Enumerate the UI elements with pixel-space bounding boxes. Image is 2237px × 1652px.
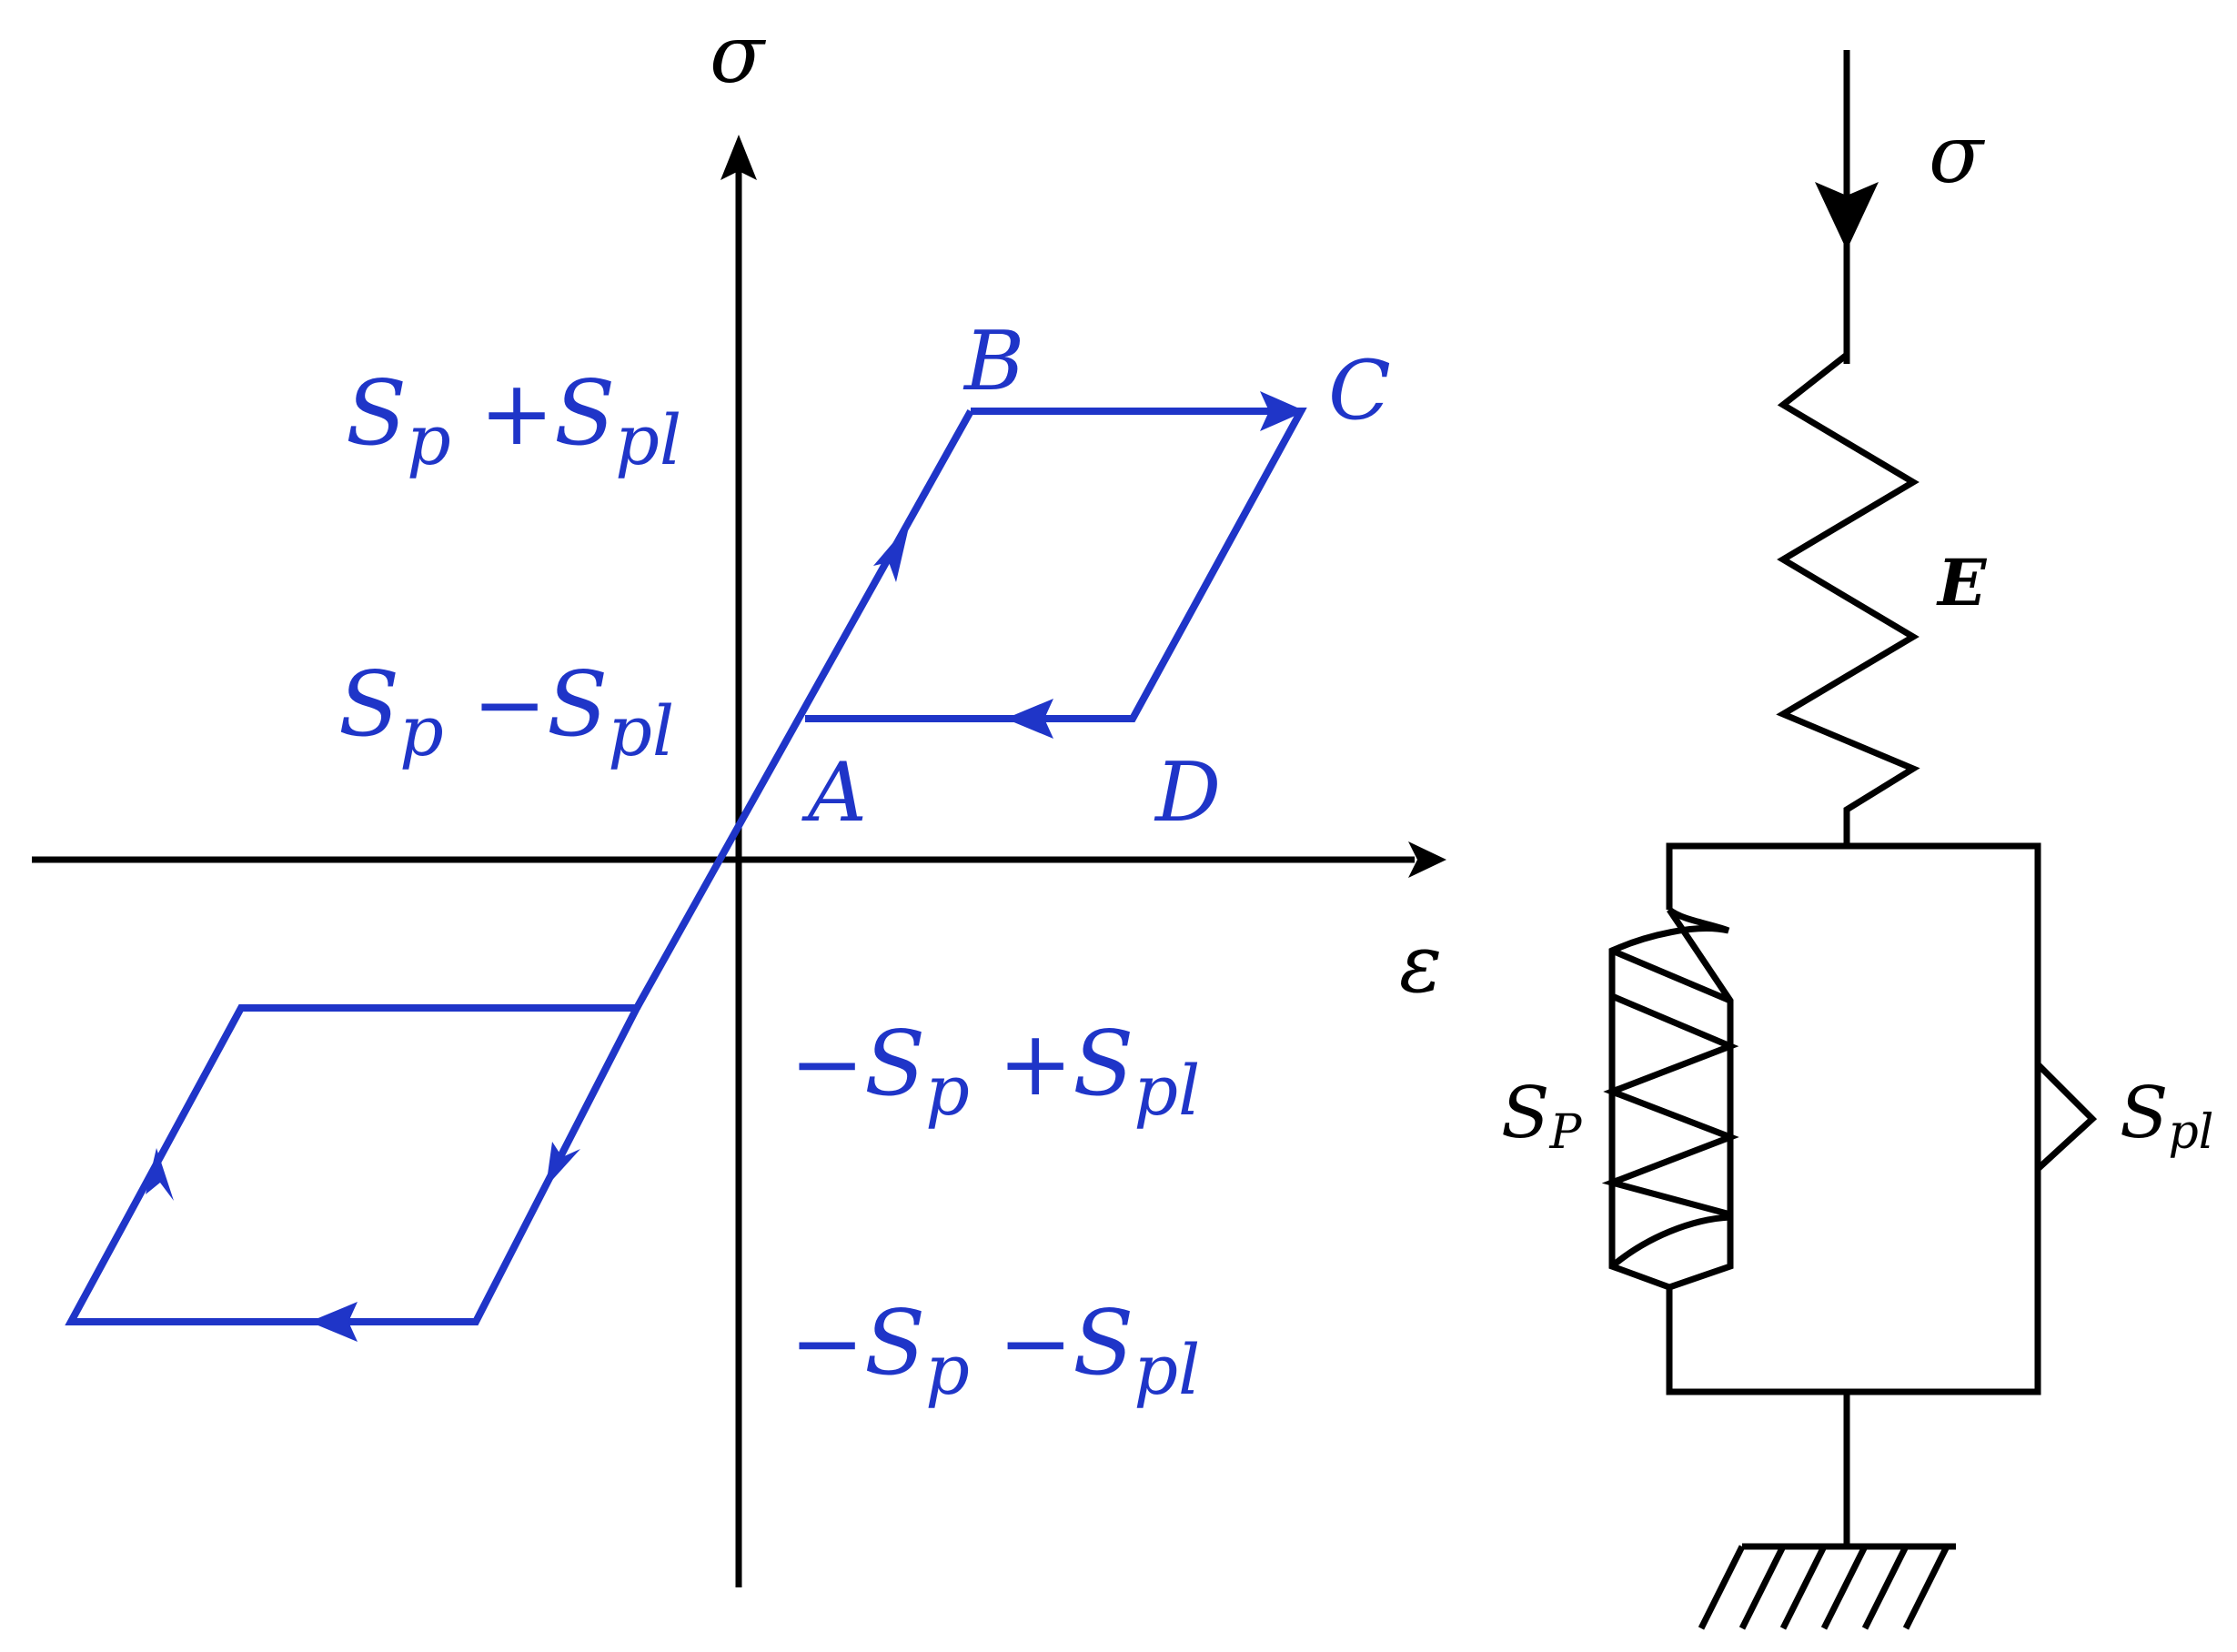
x-axis-label: ε	[1399, 917, 1442, 1011]
arrow-down-unloading	[546, 1142, 580, 1187]
y-axis-arrowhead	[720, 135, 757, 180]
spring-label: E	[1936, 545, 1988, 620]
point-label-c: C	[1328, 343, 1391, 438]
x-axis-arrowhead	[1408, 841, 1446, 878]
arrow-left-lower	[309, 1302, 358, 1342]
level-label-sp-minus-spl: Sp −Spl	[338, 653, 674, 771]
parallel-frame	[1666, 842, 2041, 1395]
lower-loop	[65, 1004, 643, 1325]
level-label-sp-plus-spl: Sp +Spl	[346, 362, 681, 480]
slider-element	[2035, 1062, 2098, 1172]
arrow-up-loading	[873, 523, 910, 582]
dashpot-label: SP	[1501, 1073, 1582, 1160]
load-arrowhead	[1815, 182, 1879, 250]
arrow-left-da	[1005, 699, 1053, 739]
point-label-d: D	[1154, 745, 1221, 841]
level-label-neg-sp-minus-spl: −Sp −Spl	[790, 1292, 1200, 1410]
point-label-b: B	[962, 314, 1024, 409]
arrow-up-lower	[146, 1148, 174, 1201]
spring	[1776, 352, 1920, 846]
hysteresis-diagram: σ ε B C A D Sp +Spl Sp −Spl −Sp +Spl −Sp…	[32, 7, 1446, 1587]
upper-loop	[805, 408, 1307, 722]
y-axis-label: σ	[710, 7, 767, 101]
rheological-model: σ E SP Spl	[1501, 50, 2213, 1630]
stress-label: σ	[1929, 107, 1986, 201]
dashpot-windings	[1601, 947, 1739, 1269]
elastic-loading-line	[633, 409, 974, 1010]
arrow-right-bc	[1260, 391, 1305, 431]
point-label-a: A	[801, 745, 867, 841]
ground-hatch	[1698, 1545, 1950, 1630]
slider-label: Spl	[2120, 1073, 2213, 1160]
level-label-neg-sp-plus-spl: −Sp +Spl	[790, 1012, 1200, 1131]
